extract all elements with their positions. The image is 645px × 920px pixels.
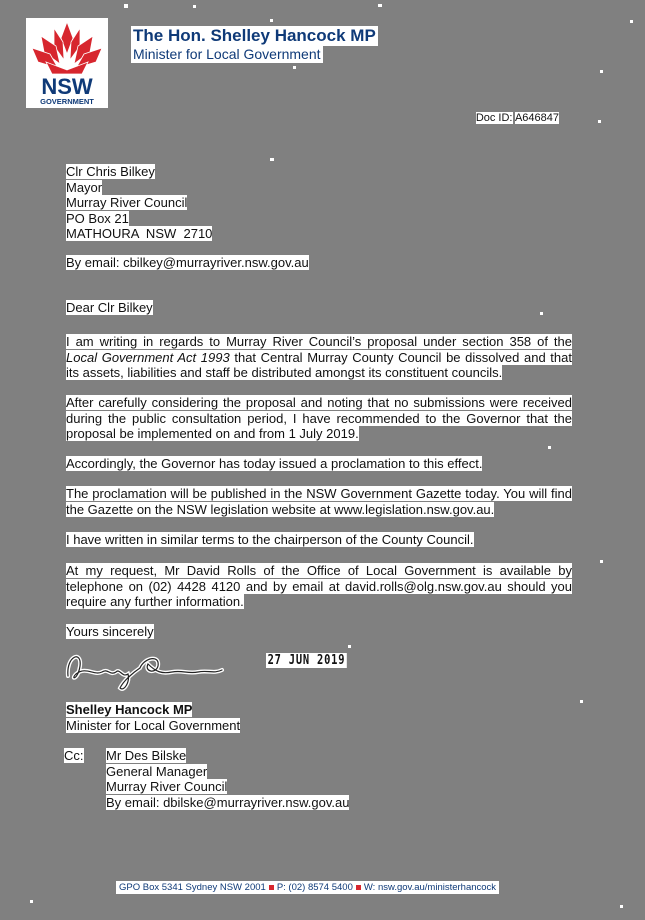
scan-speck xyxy=(540,312,543,315)
scan-speck xyxy=(378,4,382,7)
paragraph-1: I am writing in regards to Murray River … xyxy=(66,334,572,381)
recipient-line: Murray River Council xyxy=(66,195,188,211)
scan-speck xyxy=(348,645,351,648)
recipient-line: Mayor xyxy=(66,179,103,195)
signature xyxy=(64,646,229,701)
letterhead: The Hon. Shelley Hancock MP Minister for… xyxy=(131,26,378,64)
scan-speck xyxy=(598,120,601,123)
paragraph-6: At my request, Mr David Rolls of the Off… xyxy=(66,563,572,610)
cc-line: General Manager xyxy=(106,763,208,779)
scan-speck xyxy=(30,900,33,903)
footer: GPO Box 5341 Sydney NSW 2001 P: (02) 8574… xyxy=(116,881,500,894)
scan-speck xyxy=(124,4,128,8)
scan-speck xyxy=(630,20,633,23)
footer-web: W: nsw.gov.au/ministerhancock xyxy=(363,882,497,893)
doc-id: Doc ID: A646847 xyxy=(475,112,559,124)
scan-speck xyxy=(293,66,296,69)
waratah-icon: NSW GOVERNMENT xyxy=(31,20,103,106)
cc-line: By email: dbilske@murrayriver.nsw.gov.au xyxy=(106,794,350,810)
signatory-name: Shelley Hancock MP xyxy=(66,702,193,717)
paragraph-4: The proclamation will be published in th… xyxy=(66,486,572,517)
recipient-line: Clr Chris Bilkey xyxy=(66,164,155,179)
signatory: Shelley Hancock MP Minister for Local Go… xyxy=(66,702,572,733)
signature-icon xyxy=(65,654,224,691)
recipient-address: Clr Chris Bilkey Mayor Murray River Coun… xyxy=(66,164,309,271)
separator-square-icon xyxy=(268,884,274,890)
scan-speck xyxy=(580,700,583,703)
scan-speck xyxy=(548,446,551,449)
salutation: Dear Clr Bilkey xyxy=(66,300,153,315)
date-stamp: 27 JUN 2019 xyxy=(266,653,347,668)
scan-speck xyxy=(600,560,603,563)
footer-address: GPO Box 5341 Sydney NSW 2001 xyxy=(119,882,266,893)
svg-text:GOVERNMENT: GOVERNMENT xyxy=(40,97,94,106)
cc-line: Murray River Council xyxy=(106,779,228,795)
recipient-line: MATHOURA NSW 2710 xyxy=(66,226,213,242)
recipient-line: PO Box 21 xyxy=(66,210,129,226)
nsw-government-logo: NSW GOVERNMENT xyxy=(26,18,108,108)
minister-role: Minister for Local Government xyxy=(131,46,323,63)
act-name: Local Government Act 1993 xyxy=(66,349,230,365)
cc-label: Cc: xyxy=(64,748,84,763)
doc-id-label: Doc ID: xyxy=(475,112,513,124)
scan-speck xyxy=(600,70,603,73)
scan-speck xyxy=(270,19,273,22)
svg-text:NSW: NSW xyxy=(41,74,93,99)
paragraph-5: I have written in similar terms to the c… xyxy=(66,532,474,547)
scan-speck xyxy=(270,158,274,161)
footer-phone: P: (02) 8574 5400 xyxy=(276,882,353,893)
cc-recipient: Mr Des Bilske General Manager Murray Riv… xyxy=(106,748,350,810)
closing: Yours sincerely xyxy=(66,624,154,639)
minister-name: The Hon. Shelley Hancock MP xyxy=(131,26,378,46)
paragraph-3: Accordingly, the Governor has today issu… xyxy=(66,456,483,471)
paragraph-2: After carefully considering the proposal… xyxy=(66,395,572,442)
scan-speck xyxy=(193,5,196,8)
separator-square-icon xyxy=(355,884,361,890)
recipient-email: By email: cbilkey@murrayriver.nsw.gov.au xyxy=(66,254,309,270)
scan-speck xyxy=(620,905,623,908)
doc-id-value: A646847 xyxy=(514,112,559,124)
cc-line: Mr Des Bilske xyxy=(106,748,187,763)
signatory-title: Minister for Local Government xyxy=(66,717,241,733)
